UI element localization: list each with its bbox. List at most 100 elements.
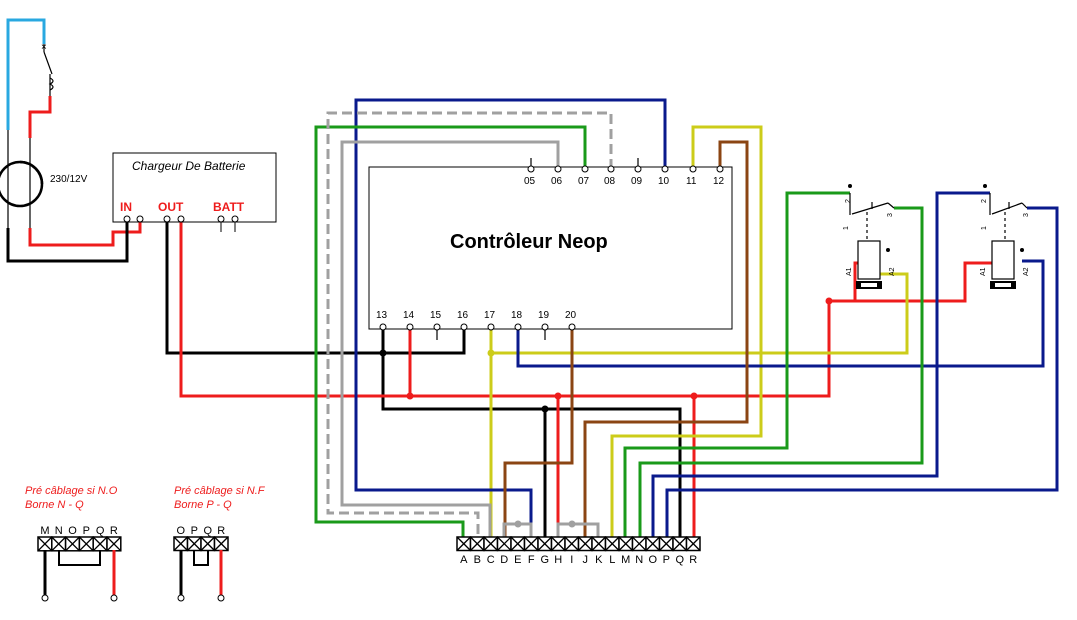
- junction-dot: [487, 349, 495, 357]
- terminal-cross: [591, 536, 606, 551]
- charger-batt-label: BATT: [213, 200, 245, 214]
- terminal-letter: L: [609, 554, 615, 566]
- transformer-label: 230/12V: [50, 174, 88, 185]
- terminal-letter: H: [554, 554, 562, 566]
- wire-grey-06: [340, 140, 560, 545]
- relay-1: 2 1 3 A1 A2: [843, 184, 896, 289]
- terminal-out-1: [163, 215, 171, 223]
- terminal-cross: [456, 536, 471, 551]
- wire-yellow-11: [610, 125, 763, 545]
- terminal-cross: [510, 536, 525, 551]
- terminal-cross: [51, 536, 67, 552]
- junction-dot: [379, 349, 387, 357]
- charger-in-label: IN: [120, 200, 132, 214]
- wire-green-m: [623, 191, 850, 545]
- terminal-letter: M: [40, 525, 49, 537]
- terminal-cross: [483, 536, 498, 551]
- terminal-cross: [645, 536, 660, 551]
- note-nf-line2: Borne P - Q: [174, 499, 232, 511]
- terminal-letter: K: [595, 554, 603, 566]
- controller-top-terminals: 05 06 07 08 09 10 11 12: [524, 158, 725, 187]
- terminal-cross: [470, 536, 485, 551]
- junction-dot: [825, 297, 833, 305]
- terminal-batt-1: [217, 215, 225, 223]
- wire-grey-bridge-2: [556, 522, 600, 540]
- terminal-cross: [632, 536, 647, 551]
- junction-dot: [406, 392, 414, 400]
- wire-red-relay2: [829, 261, 992, 303]
- controller-bottom-terminals: 13 14 15 16 17 18 19 20: [376, 310, 577, 340]
- terminal-label: 17: [484, 310, 496, 321]
- terminal-cross: [618, 536, 633, 551]
- wire-brown-20: [503, 329, 574, 545]
- relay-pin-label: 1: [981, 226, 988, 230]
- terminal-label: 15: [430, 310, 442, 321]
- wires: [6, 18, 1059, 545]
- terminal-cross: [187, 536, 202, 551]
- wire-red-supply: [28, 96, 52, 138]
- note-no-line2: Borne N - Q: [25, 499, 84, 511]
- terminal-label: 10: [658, 176, 670, 187]
- wire-red-transformer: [28, 222, 142, 247]
- terminal-cross: [551, 536, 566, 551]
- terminal-in-1: [123, 215, 131, 223]
- wire-black-supply: [6, 222, 129, 263]
- relay-pin-label: 2: [845, 199, 852, 203]
- terminal-cross: [173, 536, 188, 551]
- wire-green-07: [314, 125, 587, 545]
- terminal-letter: P: [191, 525, 198, 537]
- junction-dot: [541, 405, 549, 413]
- terminal-label: 19: [538, 310, 550, 321]
- terminal-cross: [672, 536, 687, 551]
- terminal-cross: [200, 536, 215, 551]
- wire-black-13: [381, 329, 547, 545]
- terminal-cross: [78, 536, 94, 552]
- controller-title: Contrôleur Neop: [450, 231, 608, 253]
- relay-coil-label: A2: [1023, 267, 1030, 276]
- terminal-in-2: [136, 215, 144, 223]
- terminal-letter: C: [487, 554, 495, 566]
- mains-switch: ×: [41, 42, 54, 96]
- relay-pin-label: 3: [887, 213, 894, 217]
- terminal-letter: Q: [96, 525, 105, 537]
- terminal-cross: [564, 536, 579, 551]
- charger-title: Chargeur De Batterie: [132, 159, 246, 173]
- terminal-label: 18: [511, 310, 523, 321]
- wire-navy-o: [651, 191, 990, 545]
- wire-brown-12: [583, 140, 749, 545]
- terminal-letter: O: [648, 554, 657, 566]
- mini-wiring-nf: [177, 550, 225, 602]
- terminal-letter: G: [540, 554, 549, 566]
- note-nf-line1: Pré câblage si N.F: [174, 485, 266, 497]
- terminal-cross: [537, 536, 552, 551]
- terminal-letter: R: [110, 525, 118, 537]
- relay-coil: [857, 240, 881, 280]
- relay-pin-label: 1: [843, 226, 850, 230]
- relay-pin-label: 3: [1023, 213, 1030, 217]
- terminal-cross: [214, 536, 229, 551]
- terminal-letter: D: [500, 554, 508, 566]
- controller-box: [368, 166, 733, 330]
- wire-navy-p: [665, 206, 1059, 545]
- wire-navy-10: [354, 98, 667, 545]
- relay-coil-label: A1: [846, 267, 853, 276]
- terminal-letter: J: [583, 554, 589, 566]
- terminal-cross: [578, 536, 593, 551]
- terminal-letter: P: [83, 525, 90, 537]
- relay-pin-label: 2: [981, 199, 988, 203]
- terminal-cross: [524, 536, 539, 551]
- junction-dot: [690, 392, 698, 400]
- terminal-cross: [92, 536, 108, 552]
- relay-coil-label: A2: [889, 267, 896, 276]
- wire-navy-18: [516, 259, 1045, 368]
- terminal-letter: I: [570, 554, 573, 566]
- terminal-letter: Q: [203, 525, 212, 537]
- terminal-letter: Q: [675, 554, 684, 566]
- wire-green-n: [638, 206, 924, 545]
- relay-coil-label: A1: [980, 267, 987, 276]
- note-no-line1: Pré câblage si N.O: [25, 485, 118, 497]
